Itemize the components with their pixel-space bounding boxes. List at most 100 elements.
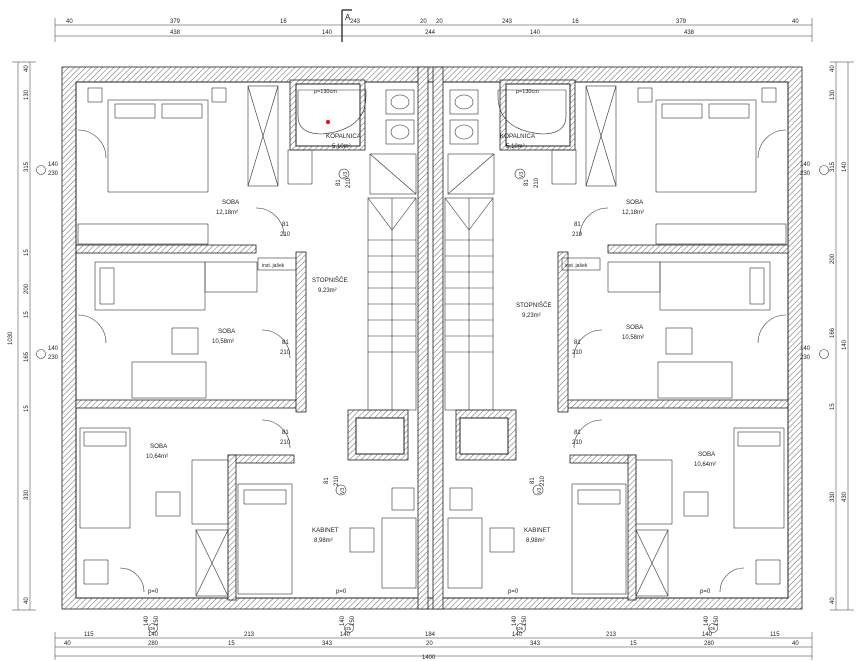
dim-left-4: 15 xyxy=(24,249,30,256)
window-code-h: 150 xyxy=(154,615,160,626)
dim-right-4: 200 xyxy=(830,253,836,264)
section-marker: A xyxy=(341,9,352,42)
room-stopnisce-right-area: 9,23m² xyxy=(522,313,541,319)
section-marker-label: A xyxy=(345,13,351,22)
dim-right2-1: 140 xyxy=(842,161,848,172)
dim-right-3: 315 xyxy=(830,161,836,172)
dim-left-9: 330 xyxy=(24,489,30,500)
dim-top-10: 40 xyxy=(792,19,799,25)
dimension-lines: 40 379 16 243 20 20 243 16 379 40 438 14… xyxy=(8,18,854,661)
room-labels: KOPALNICA 5,10m² KOPALNICA 5,10m² SOBA 1… xyxy=(146,133,716,544)
window-code-h: 230 xyxy=(48,355,59,361)
dim-top2-3: 244 xyxy=(425,30,436,36)
room-stopnisce-right-name: STOPNIŠČE xyxy=(516,302,552,309)
dim-top-7: 243 xyxy=(502,19,513,25)
window-code-w: 140 xyxy=(800,346,811,352)
door-code-h: 210 xyxy=(280,440,291,446)
marker-dot xyxy=(325,119,331,125)
dim-top2-4: 140 xyxy=(530,30,541,36)
room-kopalnica-left-area: 5,10m² xyxy=(332,144,351,150)
room-soba3-right-area: 10,64m² xyxy=(694,462,716,468)
dim-top-6: 20 xyxy=(436,19,443,25)
room-soba2-right-area: 10,58m² xyxy=(622,335,644,341)
room-kopalnica-right-area: 5,10m² xyxy=(506,144,525,150)
dim-bottom-total: 1400 xyxy=(422,655,436,661)
dim-bottom-1: 115 xyxy=(84,632,94,638)
room-soba3-left-name: SOBA xyxy=(150,443,168,450)
dim-bottom-2: 140 xyxy=(148,632,159,638)
door-code-w: 81 xyxy=(530,477,536,484)
door-code-h: 210 xyxy=(540,475,546,486)
dim-right-7: 330 xyxy=(830,491,836,502)
chimney-shaft-right: inst. jašek xyxy=(561,257,601,271)
room-soba2-right-name: SOBA xyxy=(626,324,644,331)
dim-right2-3: 430 xyxy=(842,491,848,502)
dim-bottom-5: 184 xyxy=(425,632,436,638)
dim-left-8: 15 xyxy=(24,405,30,412)
window-code-w: 140 xyxy=(48,346,59,352)
dim-bottom2-9: 40 xyxy=(792,641,799,647)
dim-top-3: 16 xyxy=(280,19,287,25)
room-kopalnica-right-name: KOPALNICA xyxy=(500,133,536,140)
chimney-right-label: inst. jašek xyxy=(565,263,588,269)
dim-bottom-3: 213 xyxy=(244,632,255,638)
dim-right-5: 166 xyxy=(830,327,836,338)
dim-bottom2-8: 280 xyxy=(704,641,715,647)
door-type-code: V3 xyxy=(343,172,349,178)
window-code-h: 230 xyxy=(800,355,811,361)
window-type-code: O5 xyxy=(345,626,352,631)
door-codes: 81 210 81 210 81 210 81 210 81 210 81 21… xyxy=(36,162,829,633)
dim-bottom-7: 213 xyxy=(606,632,617,638)
dim-top-1: 40 xyxy=(66,19,73,25)
window-code-w: 140 xyxy=(48,162,59,168)
door-code-w: 81 xyxy=(574,340,581,346)
door-code-w: 81 xyxy=(336,179,342,186)
staircase-left xyxy=(367,197,417,411)
dim-left-total: 1030 xyxy=(8,331,14,345)
room-soba1-right-area: 12,18m² xyxy=(622,210,644,216)
door-code-w: 81 xyxy=(282,430,289,436)
window-code-w: 140 xyxy=(704,615,710,626)
door-code-w: 81 xyxy=(324,477,330,484)
room-soba3-left-area: 10,64m² xyxy=(146,454,168,460)
dim-right2-2: 140 xyxy=(842,339,848,350)
room-soba3-right-name: SOBA xyxy=(698,451,716,458)
dim-top2-2: 140 xyxy=(322,30,333,36)
dim-top-8: 16 xyxy=(572,19,579,25)
door-code-h: 210 xyxy=(334,475,340,486)
door-code-w: 81 xyxy=(282,340,289,346)
room-kopalnica-left-name: KOPALNICA xyxy=(326,133,362,140)
window-code-h: 150 xyxy=(714,615,720,626)
dim-bottom-9: 115 xyxy=(770,632,780,638)
dim-bottom-8: 140 xyxy=(702,632,713,638)
tub-right-label: p=130cm xyxy=(516,89,539,95)
sill-label: p=0 xyxy=(336,589,347,595)
dim-bottom2-6: 343 xyxy=(530,641,541,647)
window-type-code: O5 xyxy=(149,626,156,631)
dim-right-2: 130 xyxy=(830,89,836,100)
dim-right-6: 15 xyxy=(830,403,836,410)
dim-top-5: 20 xyxy=(420,19,427,25)
door-type-code: V3 xyxy=(537,488,543,494)
door-swings xyxy=(77,129,787,593)
dim-bottom2-5: 20 xyxy=(426,641,433,647)
door-type-code: V3 xyxy=(519,172,525,178)
outer-walls xyxy=(61,66,803,610)
dim-left-10: 40 xyxy=(24,597,30,604)
window-code-h: 230 xyxy=(800,171,811,177)
dim-right-8: 40 xyxy=(830,597,836,604)
dim-bottom-6: 140 xyxy=(512,632,523,638)
dim-top-4: 243 xyxy=(350,19,361,25)
dim-right-1: 40 xyxy=(830,65,836,72)
dim-left-3: 315 xyxy=(24,161,30,172)
furniture-right xyxy=(447,85,787,597)
furniture-left xyxy=(77,85,417,597)
door-code-w: 81 xyxy=(282,222,289,228)
chimney-left-label: inst. jašek xyxy=(262,263,285,269)
internal-walls xyxy=(75,66,789,610)
window-code-w: 140 xyxy=(800,162,811,168)
sill-label: p=0 xyxy=(700,589,711,595)
dim-left-6: 15 xyxy=(24,311,30,318)
room-kabinet-left-area: 8,98m² xyxy=(314,538,333,544)
